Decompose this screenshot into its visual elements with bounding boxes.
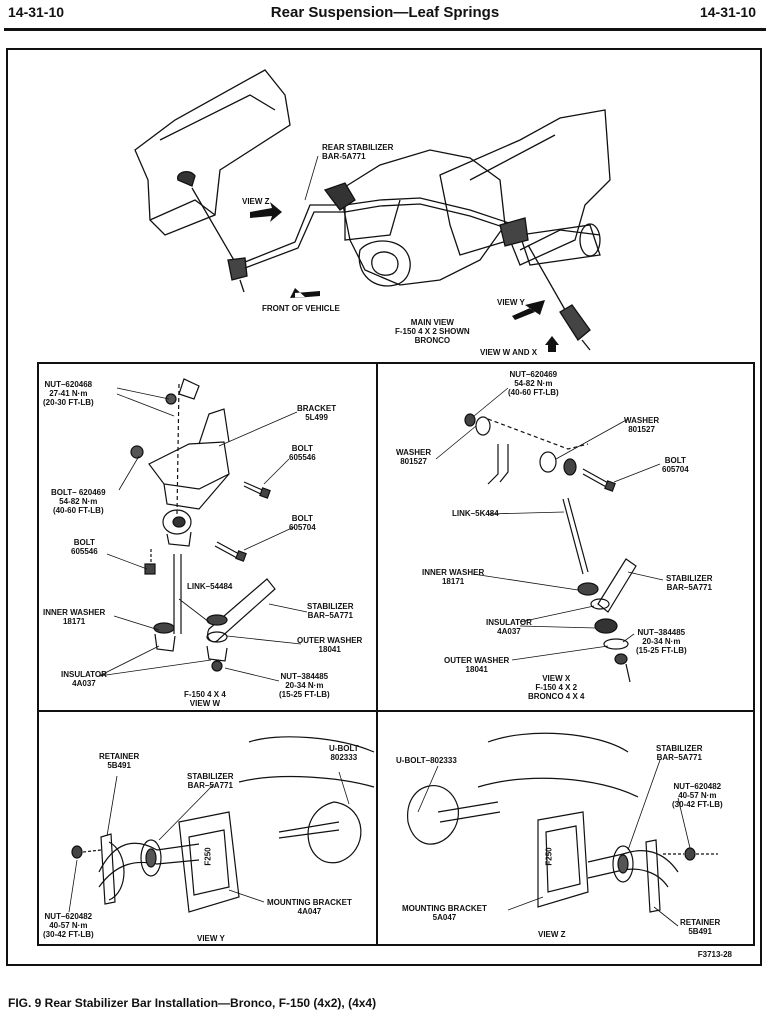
label-front-of-vehicle: FRONT OF VEHICLE (262, 304, 340, 313)
page-number-left: 14-31-10 (8, 4, 65, 20)
view-y-illustration (68, 736, 375, 913)
view-y-arrow-icon (512, 300, 545, 320)
front-arrow-icon (290, 288, 320, 298)
label-view-y: VIEW Y (497, 298, 525, 307)
label-view-w-and-x: VIEW W AND X (480, 348, 538, 357)
view-w-x-arrow-icon (545, 336, 559, 352)
label-link-5k484: LINK–5K484 (452, 509, 499, 518)
view-w-illustration (98, 378, 308, 682)
figure-id: F3713-28 (697, 950, 732, 959)
page-title: Rear Suspension—Leaf Springs (270, 4, 500, 21)
figure-caption: FIG. 9 Rear Stabilizer Bar Installation—… (8, 996, 377, 1010)
view-z-caption: VIEW Z (538, 930, 566, 939)
header-rule (4, 28, 766, 31)
page-number-right: 14-31-10 (699, 4, 756, 20)
view-y-caption: VIEW Y (197, 934, 225, 943)
figure-frame (6, 48, 762, 966)
label-u-bolt: U-BOLT–802333 (396, 756, 457, 765)
view-x-illustration (435, 387, 664, 683)
label-link-54484: LINK–54484 (187, 582, 233, 591)
label-view-z: VIEW Z (242, 197, 270, 206)
view-z-arrow-icon (250, 202, 282, 222)
main-view-illustration (134, 69, 611, 352)
view-z-illustration (407, 732, 718, 927)
label-f250: F250 (203, 847, 213, 866)
label-f250: F250 (544, 847, 554, 866)
